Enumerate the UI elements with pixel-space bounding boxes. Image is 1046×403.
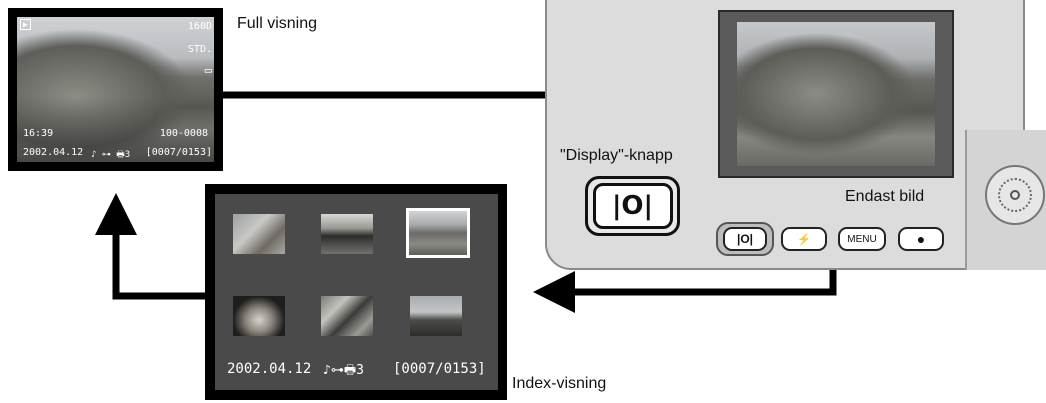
osd-date: 2002.04.12: [23, 147, 84, 158]
osd-battery-icon: ▭: [204, 63, 212, 77]
osd-iso: 160D: [187, 21, 212, 32]
osd-file-number: 100-0008: [159, 128, 208, 139]
record-button[interactable]: ●: [898, 227, 944, 251]
dial-center-icon: [998, 178, 1032, 212]
arrow-index-to-full: [95, 193, 212, 300]
flash-icon: ⚡: [797, 233, 811, 246]
full-view-photo: [17, 17, 214, 162]
osd-status-icons: ♪ ⊶ 🖶3: [91, 150, 131, 160]
flash-button[interactable]: ⚡: [781, 227, 827, 251]
playback-icon: ▶: [20, 19, 31, 30]
thumb-woman: [233, 296, 285, 336]
label-full-view: Full visning: [237, 15, 318, 32]
index-frame-counter: [0007/0153]: [393, 361, 486, 377]
label-index-view: Index-visning: [512, 375, 607, 392]
display-button-enlarged-face: |O|: [592, 183, 673, 229]
camera-lcd-image: [737, 22, 935, 166]
osd-frame-counter: [0007/0153]: [145, 147, 212, 158]
index-date: 2002.04.12: [227, 361, 312, 377]
osd-time: 16:39: [23, 128, 54, 139]
thumb-coast-selected: [406, 208, 470, 258]
display-button-icon: |O|: [736, 232, 754, 246]
thumb-castle: [410, 296, 462, 336]
full-view-screen: ▶ 160D STD. ▭ 16:39 100-0008 2002.04.12 …: [8, 8, 223, 171]
osd-quality: STD.: [187, 44, 212, 55]
menu-button[interactable]: MENU: [838, 227, 886, 251]
display-button[interactable]: |O|: [723, 227, 767, 251]
label-display-button: "Display"-knapp: [560, 147, 673, 164]
display-button-enlarged: |O|: [585, 176, 680, 236]
index-view-panel: 2002.04.12 ♪⊶🖶3 [0007/0153]: [215, 194, 498, 390]
thumb-portrait-child: [233, 214, 285, 254]
camera-dial: [985, 165, 1045, 225]
record-icon: ●: [916, 231, 926, 247]
label-image-only: Endast bild: [845, 188, 925, 205]
display-button-enlarged-icon: |O|: [611, 191, 654, 221]
menu-button-label: MENU: [847, 233, 877, 245]
index-status-icons: ♪⊶🖶3: [323, 363, 364, 378]
thumb-seascape: [321, 214, 373, 254]
thumb-group: [321, 296, 373, 336]
